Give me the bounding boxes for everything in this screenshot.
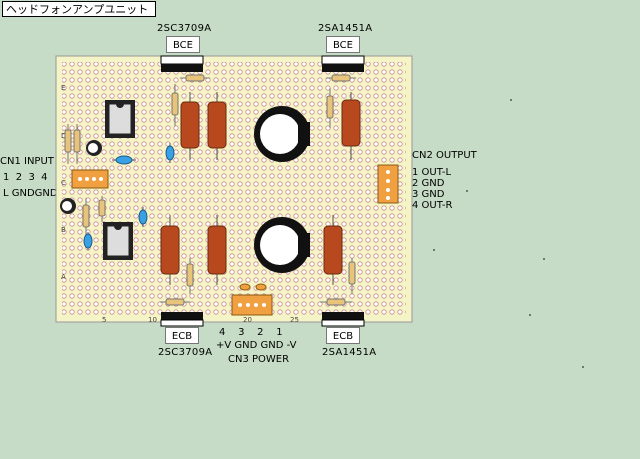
resistor-power-2 xyxy=(207,92,227,160)
transistor-q4 xyxy=(321,312,365,327)
resistor-small-v3 xyxy=(186,258,194,294)
resistor-small-v5 xyxy=(64,124,72,164)
resistor-small-v1 xyxy=(171,84,179,126)
cn3-pin-names: +V GND GND -V xyxy=(216,340,297,351)
electrolytic-cap-1 xyxy=(254,106,310,162)
electrolytic-cap-small-2 xyxy=(60,198,76,214)
cn1-pin-names: L GNDGNDR xyxy=(3,188,65,199)
cn2-pin-1: 1 OUT-L xyxy=(412,167,452,178)
row-marker-d: D xyxy=(61,132,66,140)
resistor-small-h4 xyxy=(320,298,352,306)
connector-cn1 xyxy=(71,169,109,189)
cn1-title: CN1 INPUT xyxy=(0,156,54,167)
window-title: ヘッドフォンアンプユニット xyxy=(2,1,156,17)
transistor-top-left-part: 2SC3709A xyxy=(157,23,212,34)
cn2-pin-2: 2 GND xyxy=(412,178,445,189)
resistor-small-h3 xyxy=(160,298,190,306)
resistor-small-v6 xyxy=(73,124,81,164)
transistor-top-left-pinout: BCE xyxy=(166,36,200,53)
transistor-q1 xyxy=(160,55,204,72)
row-marker-c: C xyxy=(61,179,66,187)
col-marker-20: 20 xyxy=(243,316,252,324)
cn1-pin-numbers: 1 2 3 4 xyxy=(3,172,48,183)
ceramic-cap-1 xyxy=(112,155,136,165)
resistor-small-v8 xyxy=(98,196,106,222)
resistor-small-h2 xyxy=(326,74,356,82)
connector-cn3 xyxy=(231,283,273,316)
connector-cn2 xyxy=(377,164,399,204)
row-marker-b: B xyxy=(61,226,66,234)
cn2-pin-3: 3 GND xyxy=(412,189,445,200)
row-marker-a: A xyxy=(61,273,66,281)
col-marker-5: 5 xyxy=(102,316,106,324)
resistor-small-v2 xyxy=(326,88,334,128)
transistor-top-right-pinout: BCE xyxy=(326,36,360,53)
resistor-power-1 xyxy=(180,92,200,160)
electrolytic-cap-small-1 xyxy=(86,140,102,156)
transistor-bottom-right-pinout: ECB xyxy=(326,327,360,344)
col-marker-10: 10 xyxy=(148,316,157,324)
ceramic-cap-2 xyxy=(165,143,175,163)
col-marker-25: 25 xyxy=(290,316,299,324)
resistor-power-3 xyxy=(341,92,361,160)
transistor-top-right-part: 2SA1451A xyxy=(318,23,373,34)
transistor-q3 xyxy=(321,55,365,72)
opamp-ic-1 xyxy=(105,100,135,138)
resistor-small-v7 xyxy=(82,198,90,238)
transistor-bottom-left-pinout: ECB xyxy=(165,327,199,344)
cn3-pin-numbers: 4 3 2 1 xyxy=(219,327,283,338)
electrolytic-cap-2 xyxy=(254,217,310,273)
resistor-power-6 xyxy=(323,215,343,285)
ceramic-cap-4 xyxy=(83,232,93,250)
transistor-q2 xyxy=(160,312,204,327)
ceramic-cap-3 xyxy=(138,207,148,227)
resistor-small-v4 xyxy=(348,258,356,294)
resistor-power-4 xyxy=(160,215,180,285)
cn2-pin-4: 4 OUT-R xyxy=(412,200,453,211)
transistor-bottom-right-part: 2SA1451A xyxy=(322,347,377,358)
opamp-ic-2 xyxy=(103,222,133,260)
cn2-title: CN2 OUTPUT xyxy=(412,150,477,161)
row-marker-e: E xyxy=(61,84,65,92)
transistor-bottom-left-part: 2SC3709A xyxy=(158,347,213,358)
resistor-power-5 xyxy=(207,215,227,285)
cn3-title: CN3 POWER xyxy=(228,354,290,365)
resistor-small-h1 xyxy=(180,74,210,82)
